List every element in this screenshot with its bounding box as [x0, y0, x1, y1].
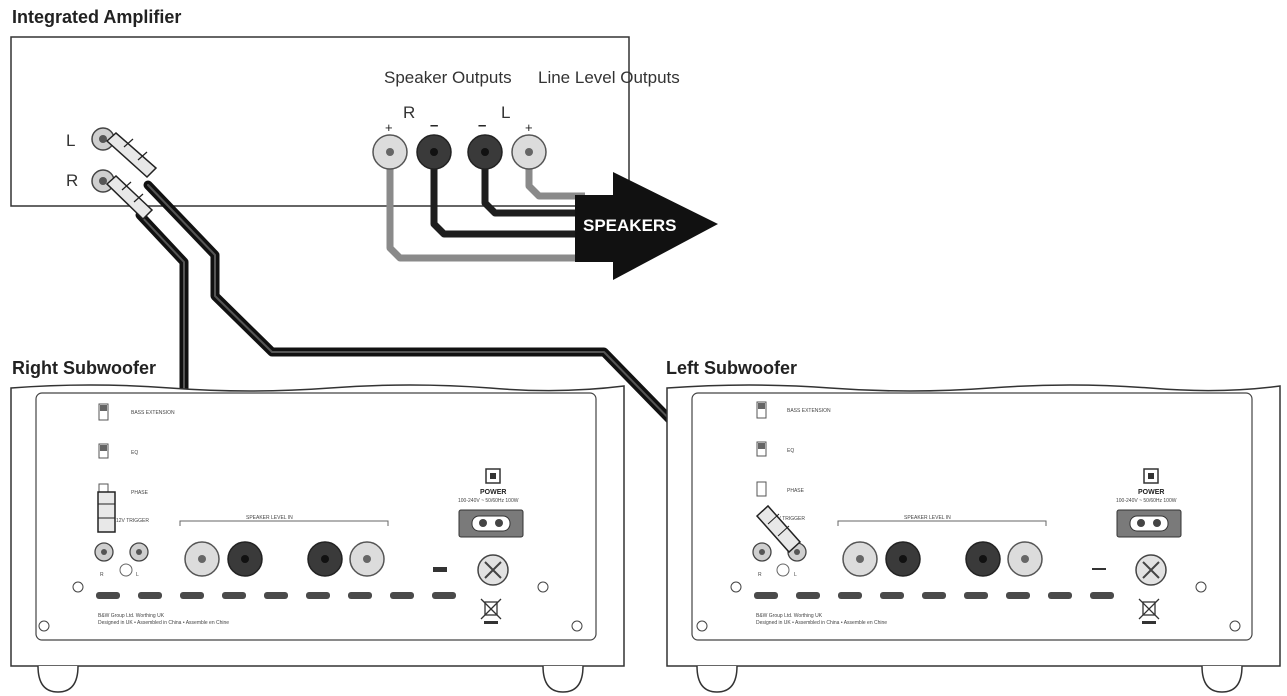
right-sub-rca-r: R — [100, 572, 104, 578]
polarity-plus-r: + — [385, 120, 393, 135]
line-out-r-label: R — [66, 171, 78, 190]
left-sub-trigger: 12V TRIGGER — [772, 516, 805, 522]
polarity-minus-l: – — [478, 117, 486, 134]
left-sub-rca-r: R — [758, 572, 762, 578]
rca-plug-l — [105, 132, 158, 179]
line-level-outputs-label: Line Level Outputs — [538, 68, 680, 87]
speaker-outputs-label: Speaker Outputs — [384, 68, 512, 87]
speaker-channel-r: R — [403, 103, 415, 122]
speaker-terminals — [372, 134, 547, 170]
right-sub-power: POWER — [480, 489, 506, 496]
right-subwoofer: Right Subwoofer BASS EXTENSION EQ PHASE … — [10, 358, 625, 693]
weee-bin-icon — [480, 598, 502, 620]
left-sub-title: Left Subwoofer — [666, 358, 797, 378]
speakers-arrow — [575, 172, 718, 280]
left-sub-speaker-level-in: SPEAKER LEVEL IN — [904, 515, 951, 521]
right-sub-trigger: 12V TRIGGER — [116, 518, 149, 524]
right-sub-speaker-level-in: SPEAKER LEVEL IN — [246, 515, 293, 521]
speaker-channel-l: L — [501, 103, 510, 122]
right-sub-title: Right Subwoofer — [12, 358, 156, 378]
left-sub-power: POWER — [1138, 489, 1164, 496]
left-sub-phase: PHASE — [787, 488, 805, 494]
left-sub-bass-ext: BASS EXTENSION — [787, 408, 831, 414]
left-sub-power-spec: 100-240V ~ 50/60Hz 100W — [1116, 498, 1177, 504]
left-sub-footer-2: Designed in UK • Assembled in China • As… — [756, 620, 887, 626]
left-sub-footer-1: B&W Group Ltd. Worthing UK — [756, 613, 823, 619]
right-sub-rca-l: L — [136, 572, 139, 578]
speakers-label: SPEAKERS — [583, 216, 677, 235]
left-sub-eq: EQ — [787, 448, 794, 454]
weee-bin-icon — [1138, 598, 1160, 620]
left-subwoofer: Left Subwoofer BASS EXTENSION EQ PHASE 1… — [666, 358, 1281, 693]
left-sub-rca-l: L — [794, 572, 797, 578]
right-sub-phase: PHASE — [131, 490, 149, 496]
right-sub-eq: EQ — [131, 450, 138, 456]
right-sub-footer-1: B&W Group Ltd. Worthing UK — [98, 613, 165, 619]
rca-plug-r — [105, 174, 154, 221]
line-out-l-label: L — [66, 131, 75, 150]
right-sub-power-spec: 100-240V ~ 50/60Hz 100W — [458, 498, 519, 504]
speaker-wires — [386, 155, 585, 262]
right-sub-bass-ext: BASS EXTENSION — [131, 410, 175, 416]
polarity-plus-l: + — [525, 120, 533, 135]
polarity-minus-r: – — [430, 117, 438, 134]
right-sub-footer-2: Designed in UK • Assembled in China • As… — [98, 620, 229, 626]
amplifier-title: Integrated Amplifier — [12, 7, 181, 27]
